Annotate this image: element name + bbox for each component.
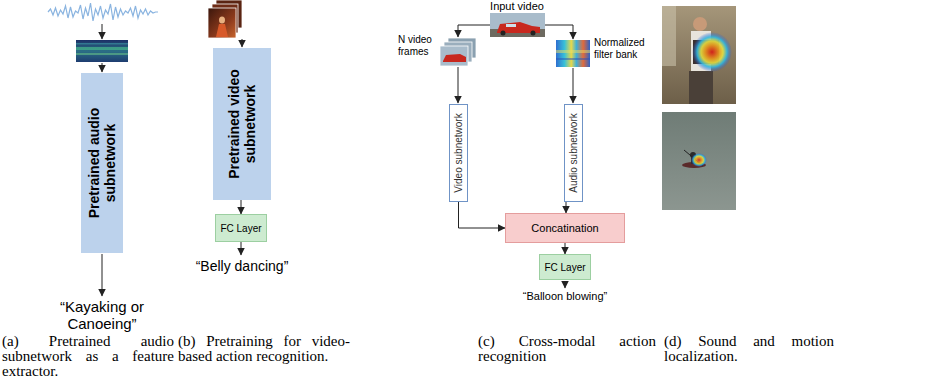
subfigure-caption: (c) Cross-modal action recognition — [478, 334, 656, 364]
prediction-text: “Balloon blowing” — [500, 290, 630, 303]
prediction-text: “Belly dancing” — [182, 258, 302, 274]
frames-label: N video frames — [398, 34, 438, 58]
box-text: Concatination — [531, 222, 598, 234]
subfigure-caption: (b) Pretraining for video-based action r… — [178, 334, 350, 364]
spectrogram — [76, 40, 128, 62]
video-frames-stack — [440, 38, 476, 66]
video-subnetwork-box: Video subnetwork — [449, 104, 468, 202]
concatenation-box: Concatination — [505, 213, 625, 243]
flow-arrows — [102, 24, 573, 296]
box-text: Pretrained audio subnetwork — [86, 78, 118, 248]
connector-arrow — [241, 200, 242, 214]
connector-arrow — [566, 202, 567, 213]
connector-arrow — [565, 243, 566, 254]
box-text: Pretrained video subnetwork — [226, 53, 258, 195]
subfigure-caption: (d) Sound and motion localization. — [664, 334, 834, 364]
subfigure-caption: (a) Pretrained audio subnetwork as a fea… — [2, 334, 174, 379]
filter-bank-image — [556, 40, 590, 67]
box-text: Audio subnetwork — [568, 109, 580, 197]
prediction-text: “Kayaking or Canoeing” — [42, 298, 162, 332]
filter-bank-label: Normalized filter bank — [594, 37, 656, 61]
localization-accordion — [662, 6, 736, 104]
video-subnetwork-box: Pretrained video subnetwork — [213, 48, 271, 200]
audio-waveform — [48, 3, 158, 21]
audio-subnetwork-box: Audio subnetwork — [564, 104, 583, 202]
dance-frames — [208, 0, 242, 38]
box-text: FC Layer — [544, 262, 585, 273]
audio-subnetwork-box: Pretrained audio subnetwork — [81, 73, 123, 253]
input-label: Input video — [477, 0, 557, 13]
fc-layer-box: FC Layer — [215, 214, 267, 242]
localization-kayak — [662, 112, 736, 210]
box-text: Video subnetwork — [453, 109, 465, 197]
fc-layer-box: FC Layer — [539, 254, 591, 280]
input-video-frame — [490, 13, 545, 37]
box-text: FC Layer — [220, 223, 261, 234]
connector-arrow — [459, 202, 506, 228]
